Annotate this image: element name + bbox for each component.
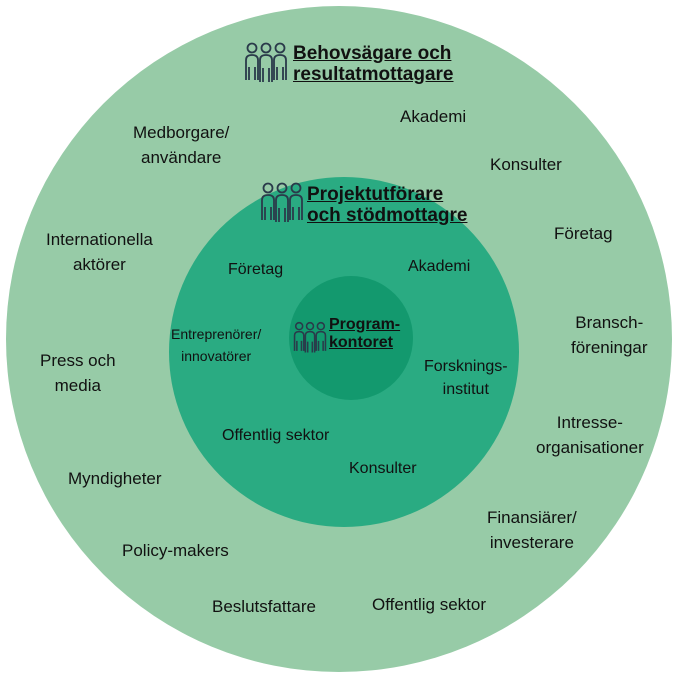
middle-label-konsulter: Konsulter	[349, 460, 417, 477]
outer-label-offentlig: Offentlig sektor	[372, 595, 487, 614]
inner-heading-line-1: Program-	[329, 316, 401, 333]
middle-label-entreprenorer-line-1: Entreprenörer/	[171, 326, 262, 342]
outer-label-bransch: Bransch- föreningar	[571, 311, 648, 360]
middle-label-akademi: Akademi	[408, 258, 471, 275]
outer-label-press: Press och media	[40, 349, 116, 398]
outer-label-internationella: Internationella aktörer	[46, 228, 153, 277]
middle-label-forskning: Forsknings- institut	[424, 355, 508, 401]
middle-heading-line-1: Projektutförare	[307, 184, 444, 205]
outer-label-bransch-line-1: Bransch-	[575, 313, 644, 332]
middle-label-forskning-line-2: institut	[442, 381, 489, 399]
middle-label-offentlig: Offentlig sektor	[222, 427, 330, 444]
outer-label-medborgare: Medborgare/ användare	[133, 121, 229, 170]
outer-label-medborgare-line-1: Medborgare/	[133, 123, 230, 142]
people-group-icon	[243, 40, 289, 84]
outer-label-internationella-line-1: Internationella	[46, 230, 153, 249]
outer-label-medborgare-line-2: användare	[141, 147, 222, 167]
middle-label-foretag: Företag	[228, 261, 284, 278]
outer-label-akademi: Akademi	[400, 107, 467, 126]
outer-label-internationella-line-2: aktörer	[72, 254, 126, 274]
outer-label-policy: Policy-makers	[122, 541, 229, 560]
middle-label-entreprenorer-line-2: innovatörer	[181, 348, 252, 365]
outer-label-intresse: Intresse- organisationer	[536, 411, 644, 460]
outer-label-finansiarer-line-2: investerare	[489, 532, 574, 552]
inner-heading-line-2: kontoret	[329, 334, 393, 352]
outer-label-press-line-2: media	[54, 375, 101, 395]
middle-label-entreprenorer: Entreprenörer/ innovatörer	[171, 323, 261, 368]
outer-label-finansiarer: Finansiärer/ investerare	[487, 506, 577, 555]
inner-heading: Program- kontoret	[329, 316, 400, 353]
outer-label-finansiarer-line-1: Finansiärer/	[487, 508, 577, 527]
outer-label-myndigheter: Myndigheter	[68, 469, 162, 488]
outer-label-bransch-line-2: föreningar	[571, 337, 648, 357]
middle-heading: Projektutförare och stödmottagre	[307, 184, 467, 227]
outer-heading: Behovsägare och resultatmottagare	[293, 43, 454, 86]
outer-label-press-line-1: Press och	[40, 351, 116, 370]
outer-label-beslutsfattare: Beslutsfattare	[212, 597, 316, 616]
outer-label-intresse-line-2: organisationer	[536, 437, 644, 457]
middle-label-forskning-line-1: Forsknings-	[424, 358, 508, 375]
outer-heading-line-2: resultatmottagare	[293, 64, 454, 86]
outer-label-konsulter: Konsulter	[490, 155, 562, 174]
outer-heading-line-1: Behovsägare och	[293, 43, 452, 64]
outer-label-foretag: Företag	[554, 224, 613, 243]
inner-ring-program-office	[289, 276, 413, 400]
people-group-icon	[292, 320, 328, 354]
outer-label-intresse-line-1: Intresse-	[556, 413, 623, 432]
middle-heading-line-2: och stödmottagre	[307, 205, 468, 227]
people-group-icon	[259, 180, 305, 224]
